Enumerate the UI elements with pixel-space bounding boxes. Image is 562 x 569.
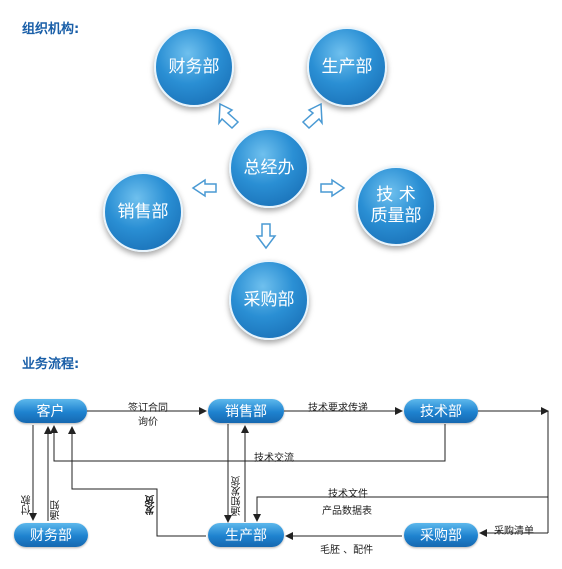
flow-finance-node: 财务部 bbox=[14, 523, 88, 547]
flow-purchase-node: 采购部 bbox=[404, 523, 478, 547]
label-payment: 付款 bbox=[22, 495, 33, 515]
label-tech-docs: 技术文件 bbox=[328, 489, 368, 500]
flow-tech-node: 技术部 bbox=[404, 399, 478, 423]
org-production-node: 生产部 bbox=[307, 27, 387, 107]
flow-sales-node: 销售部 bbox=[208, 399, 284, 423]
arrow-to-purchase-icon bbox=[255, 223, 277, 250]
arrow-to-sales-icon bbox=[191, 178, 217, 198]
flow-chart-title: 业务流程: bbox=[22, 357, 80, 372]
org-sales-node: 销售部 bbox=[103, 172, 183, 252]
label-tech-requirements: 技术要求传递 bbox=[308, 403, 368, 414]
org-chart-title: 组织机构: bbox=[22, 22, 80, 37]
label-product-data: 产品数据表 bbox=[322, 506, 372, 517]
arrow-to-finance-icon bbox=[218, 102, 240, 130]
org-center-node: 总经办 bbox=[229, 128, 309, 208]
arrow-to-production-icon bbox=[301, 102, 323, 130]
label-notify-ship: 通知发货 bbox=[232, 476, 243, 516]
org-tech-node: 技 术质量部 bbox=[356, 166, 436, 246]
flow-production-node: 生产部 bbox=[208, 523, 284, 547]
label-ship: 发货 bbox=[146, 495, 157, 515]
org-purchase-node: 采购部 bbox=[229, 260, 309, 340]
org-finance-node: 财务部 bbox=[154, 27, 234, 107]
flow-customer-node: 客户 bbox=[14, 399, 87, 423]
label-inquiry: 询价 bbox=[138, 417, 158, 428]
label-blanks-parts: 毛胚 、配件 bbox=[320, 545, 374, 556]
label-notify: 通知 bbox=[51, 500, 62, 520]
label-tech-exchange: 技术交流 bbox=[254, 453, 294, 464]
arrow-to-tech-icon bbox=[320, 178, 346, 198]
label-purchase-list: 采购清单 bbox=[494, 526, 534, 537]
label-sign-contract: 签订合同 bbox=[128, 403, 168, 414]
